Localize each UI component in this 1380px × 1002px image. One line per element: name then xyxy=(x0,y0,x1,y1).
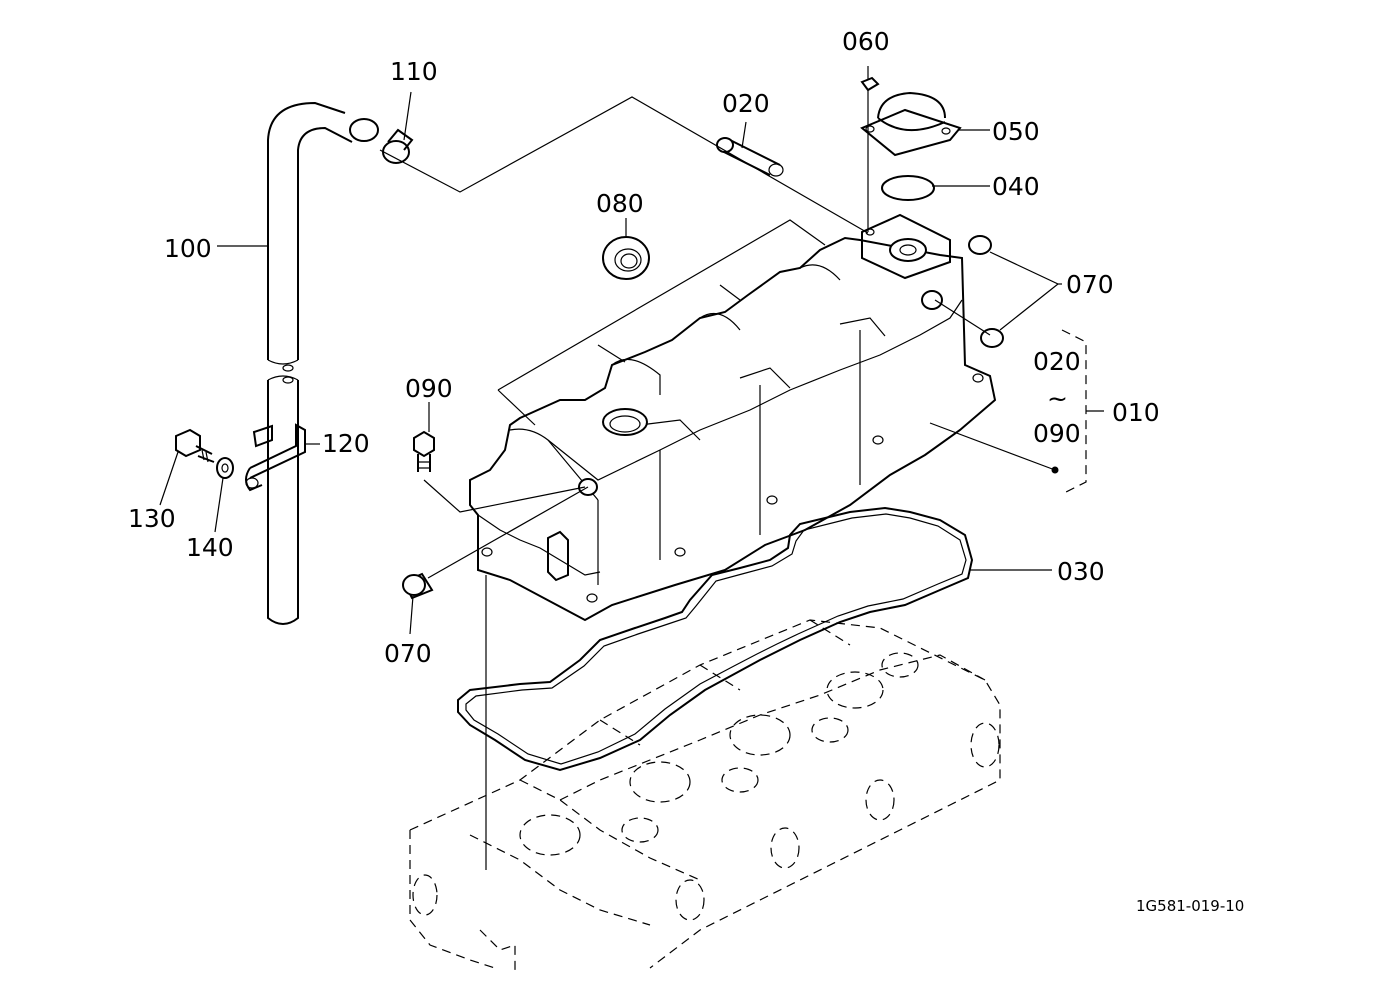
oil-seal[interactable] xyxy=(602,236,650,280)
rubber-bush-upper[interactable] xyxy=(968,235,1004,348)
label-050: 050 xyxy=(992,117,1040,146)
assembly-dot xyxy=(1051,466,1059,474)
drawing-code: 1G581-019-10 xyxy=(1136,897,1244,915)
breather-pipe[interactable] xyxy=(716,137,784,177)
o-ring[interactable] xyxy=(881,175,935,201)
breather-hose[interactable] xyxy=(267,101,379,625)
washer[interactable] xyxy=(216,457,234,479)
label-070-lower: 070 xyxy=(384,639,432,668)
cover-bolt[interactable] xyxy=(413,430,435,472)
label-120: 120 xyxy=(322,429,370,458)
label-030: 030 xyxy=(1057,557,1105,586)
label-140: 140 xyxy=(186,533,234,562)
hose-clamp[interactable] xyxy=(382,128,414,164)
leader-lines xyxy=(159,66,1104,870)
label-010: 010 xyxy=(1112,398,1160,427)
label-040: 040 xyxy=(992,172,1040,201)
label-090: 090 xyxy=(405,374,453,403)
label-060: 060 xyxy=(842,27,890,56)
cap-screw[interactable] xyxy=(860,76,880,104)
head-cover-gasket[interactable] xyxy=(457,506,974,772)
label-020: 020 xyxy=(722,89,770,118)
label-range-sep: ~ xyxy=(1047,384,1068,413)
label-100: 100 xyxy=(164,234,212,263)
label-070-upper: 070 xyxy=(1066,270,1114,299)
bolt[interactable] xyxy=(175,428,215,463)
cylinder-head-cover[interactable] xyxy=(469,213,997,622)
label-130: 130 xyxy=(128,504,176,533)
rubber-bush-lower[interactable] xyxy=(402,572,434,600)
label-110: 110 xyxy=(390,57,438,86)
hose-bracket[interactable] xyxy=(245,423,306,492)
label-080: 080 xyxy=(596,189,644,218)
breather-cap[interactable] xyxy=(860,91,962,157)
label-range-from: 020 xyxy=(1033,347,1081,376)
cylinder-head xyxy=(409,619,1001,970)
label-range-to: 090 xyxy=(1033,419,1081,448)
